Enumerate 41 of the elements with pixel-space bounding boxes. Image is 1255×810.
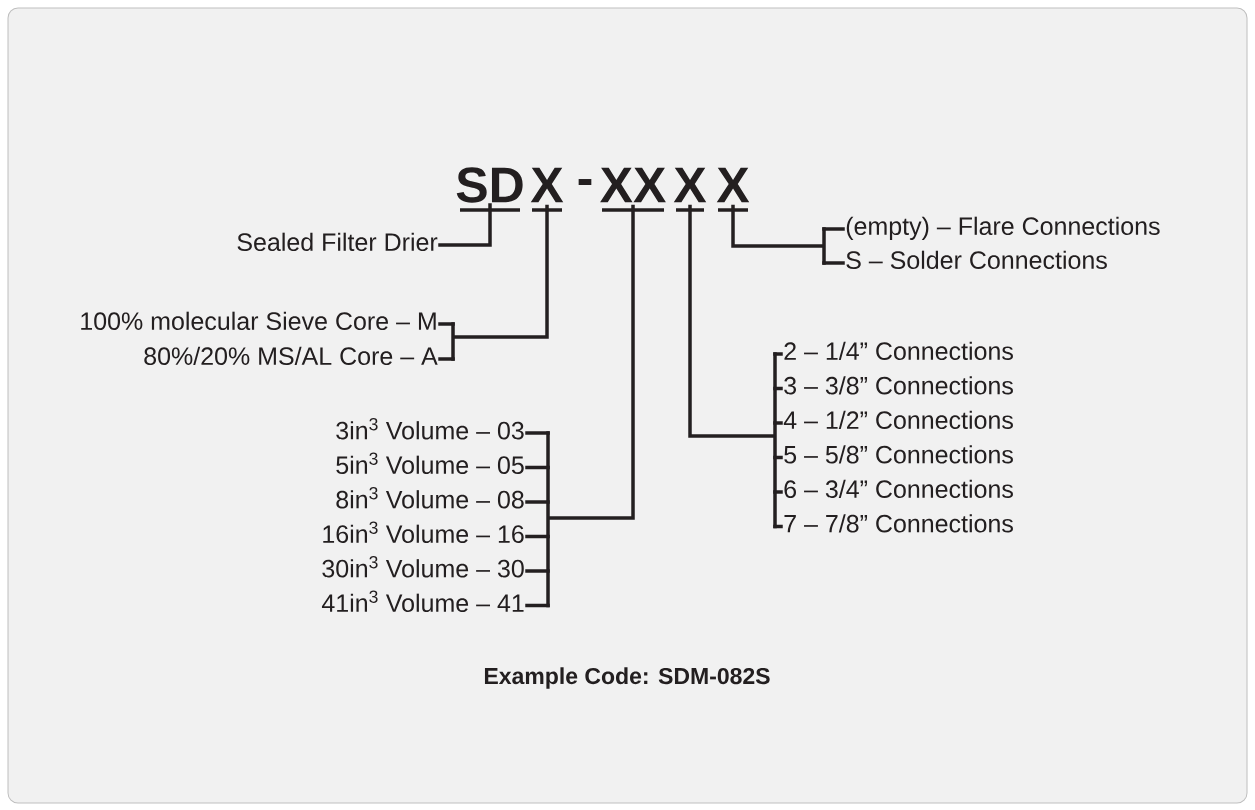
option-text: 3 – 3/8” Connections — [784, 376, 1013, 395]
option-text: 41in$^{3}$ Volume – 41 — [321, 590, 524, 612]
leader-line — [438, 322, 455, 326]
code-segment: X — [530, 167, 564, 212]
code-segment: X — [716, 167, 750, 212]
leader-line — [525, 431, 550, 435]
leader-line — [525, 500, 550, 504]
code-segment: SD — [456, 167, 523, 212]
option-text: 2 – 1/4” Connections — [784, 341, 1013, 361]
option-text: 5 – 5/8” Connections — [784, 445, 1013, 464]
leader-line — [773, 421, 783, 425]
option-text: 16in$^{3}$ Volume – 16 — [323, 521, 524, 543]
option-text: S – Solder Connections — [846, 250, 1107, 270]
option-text: 3in$^{3}$ Volume – 03 — [336, 418, 524, 440]
option-text: 80%/20% MS/AL Core – A — [144, 346, 438, 366]
leader-line — [773, 455, 783, 460]
option-text: 30in$^{3}$ Volume – 30 — [322, 556, 524, 578]
leader-line — [525, 534, 550, 539]
leader-line — [525, 569, 550, 573]
option-text: 8in$^{3}$ Volume – 08 — [336, 487, 524, 509]
code-segment: X — [673, 167, 707, 212]
option-text: 6 – 3/4” Connections — [784, 479, 1013, 499]
option-text: 7 – 7/8” Connections — [784, 514, 1013, 533]
option-text: 5in$^{3}$ Volume – 05 — [336, 452, 524, 474]
leader-line — [773, 524, 783, 529]
option-text: 4 – 1/2” Connections — [783, 410, 1013, 430]
leader-line — [773, 490, 783, 494]
code-separator: - — [578, 179, 592, 185]
option-text: 100% molecular Sieve Core – M — [81, 311, 436, 331]
code-segment: XX — [600, 167, 666, 212]
leader-line — [822, 227, 845, 231]
caption: Example Code: SDM-082S — [484, 667, 770, 689]
option-text: (empty) – Flare Connections — [846, 216, 1160, 240]
leader-line — [773, 386, 783, 391]
leader-line — [822, 261, 845, 265]
leader-line — [438, 357, 455, 361]
leader-line — [773, 352, 783, 356]
leader-line — [438, 203, 492, 247]
leader-line — [525, 465, 550, 470]
option-text: Sealed Filter Drier — [237, 232, 438, 252]
leader-line — [525, 603, 550, 608]
